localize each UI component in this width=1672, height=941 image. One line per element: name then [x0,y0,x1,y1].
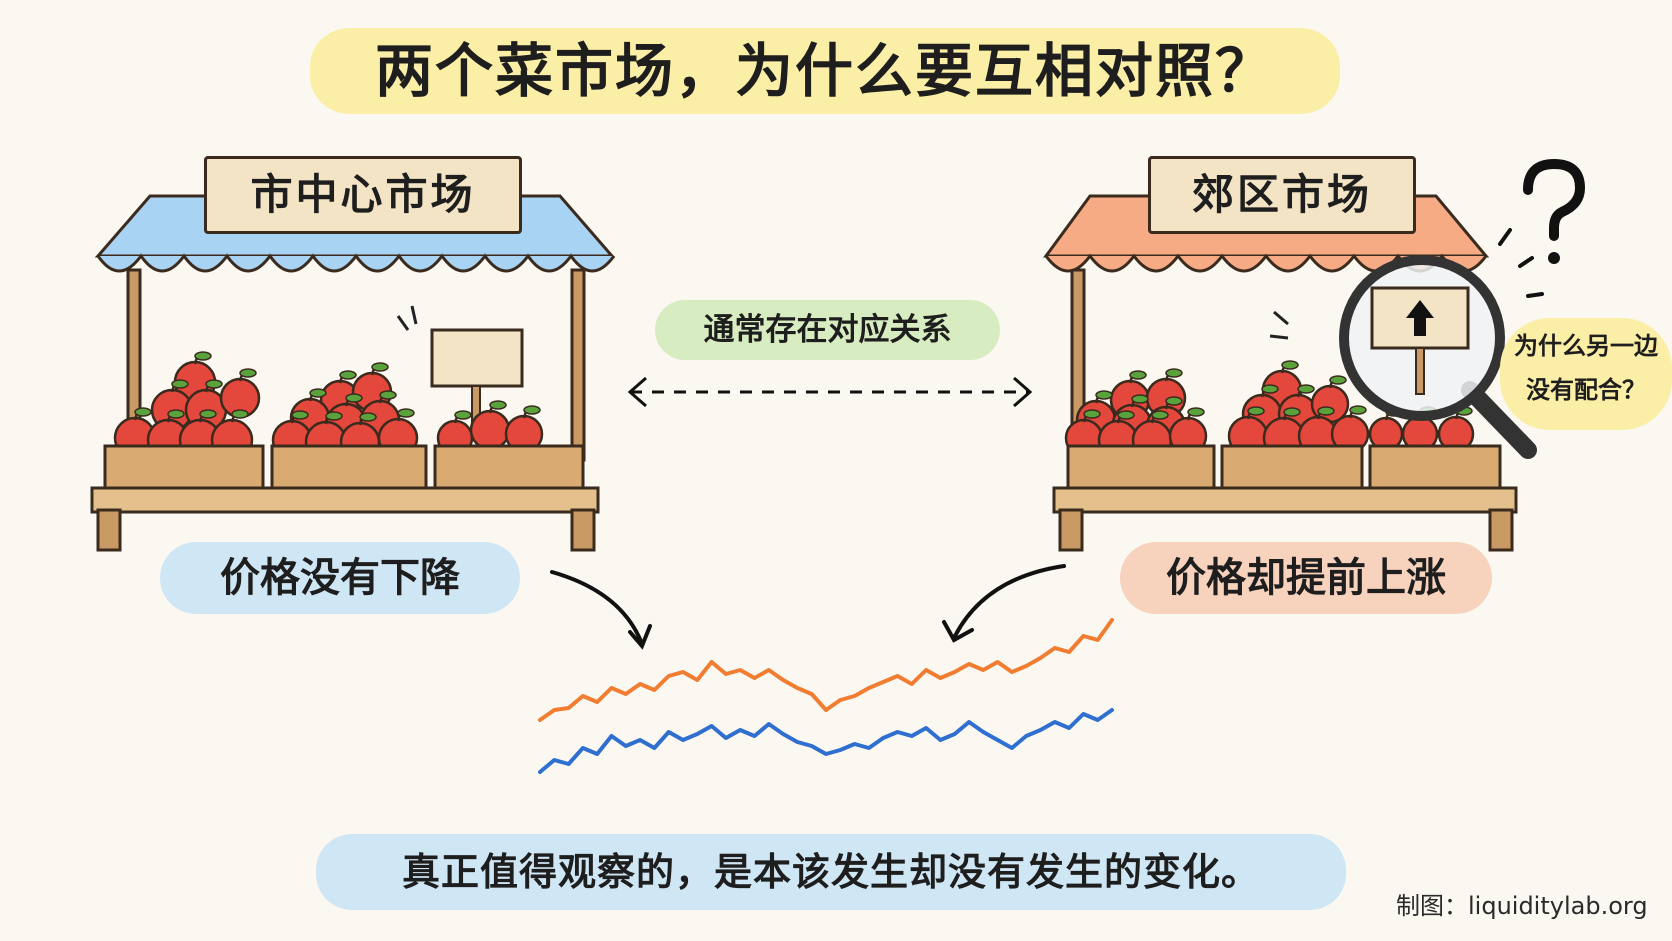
left-market-caption: 价格没有下降 [160,542,520,614]
right-market-sign: 郊区市场 [1148,156,1416,234]
question-bubble-line: 为什么另一边 [1514,332,1658,360]
left-awning-scallops [96,253,616,273]
apple [219,368,261,419]
chart-series-line-1 [538,708,1114,774]
footer-conclusion: 真正值得观察的，是本该发生却没有发生的变化。 [316,834,1346,910]
page-title: 两个菜市场，为什么要互相对照？ [310,28,1340,114]
right-counter-leg [1488,508,1514,552]
left-counter-leg [96,508,122,552]
left-market-stall [90,194,616,552]
up-arrow-icon [1406,300,1434,336]
apple [1145,368,1187,419]
left-caption-arrow [550,570,644,646]
right-counter [1052,486,1518,514]
blank-price-tag [430,328,524,388]
question-bubble: 为什么另一边 没有配合？ [1500,318,1672,430]
left-counter-leg [570,508,596,552]
credit-text: 制图：liquiditylab.org [1396,892,1648,920]
chart-series-line-0 [538,618,1114,722]
attention-marks [396,305,418,331]
right-caption-arrow [952,564,1066,640]
relation-label: 通常存在对应关系 [655,300,1000,360]
attention-marks [1269,310,1289,340]
right-market-caption: 价格却提前上涨 [1120,542,1492,614]
magnifying-glass-icon [1339,255,1537,459]
right-counter-leg [1058,508,1084,552]
right-crates [1066,444,1502,492]
right-arrow-head [942,620,974,643]
right-market-stall [1043,158,1586,552]
question-bubble-line: 没有配合？ [1526,376,1646,404]
question-mark-icon [1498,158,1586,298]
left-market-sign: 市中心市场 [204,156,522,234]
left-stall-post [570,268,586,462]
left-arrow-head [628,624,652,650]
left-crates [103,444,585,492]
left-counter [90,486,600,514]
price-line-chart [538,618,1114,774]
relation-double-arrow [627,376,1033,408]
